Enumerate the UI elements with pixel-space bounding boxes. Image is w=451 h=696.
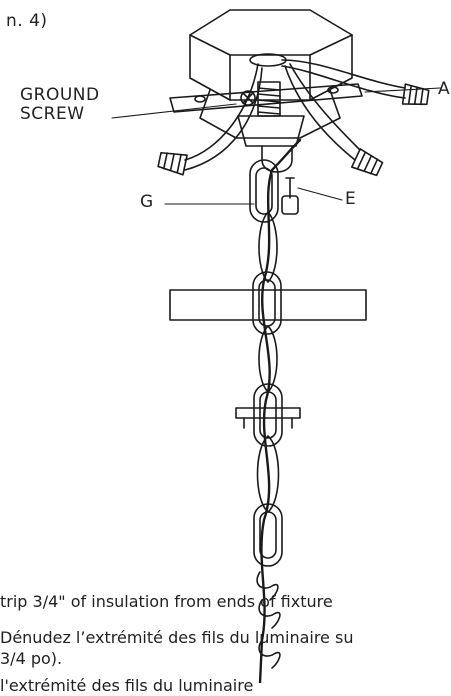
supply-wires — [184, 59, 406, 171]
wire-nut-left — [157, 151, 188, 176]
hook-screw — [281, 177, 299, 215]
instruction-french-line2: 3/4 po). — [0, 649, 63, 668]
canopy-bar — [169, 289, 367, 321]
outlet-box — [189, 9, 353, 139]
instruction-french-line1: Dénudez l’extrémité des fils du luminair… — [0, 628, 354, 647]
chain-lower-hooks — [256, 571, 281, 669]
label-a: A — [438, 79, 451, 99]
canopy-collar — [237, 115, 305, 147]
leader-lines — [111, 87, 441, 205]
fixture-wire — [258, 138, 302, 683]
wire-nut-right — [401, 83, 430, 106]
collar-loop — [235, 407, 301, 429]
fig-reference: n. 4) — [6, 11, 48, 31]
chain — [249, 159, 283, 567]
ground-screw-label-line1: GROUND — [20, 85, 100, 105]
instruction-french-line3: l'extrémité des fils du luminaire — [0, 676, 254, 695]
ground-screw-label-line2: SCREW — [20, 104, 85, 124]
instruction-english: trip 3/4" of insulation from ends of fix… — [0, 592, 333, 611]
label-g: G — [140, 192, 154, 212]
label-e: E — [345, 189, 357, 209]
threaded-nipple — [257, 81, 281, 117]
wire-nut-center — [350, 148, 384, 177]
